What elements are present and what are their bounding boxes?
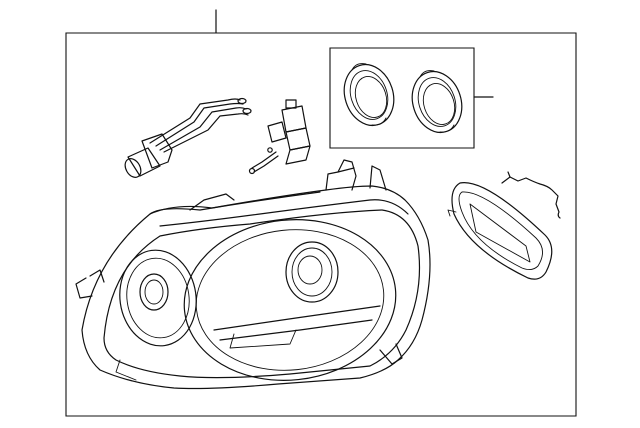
headlamp-assembly-icon xyxy=(76,160,430,391)
seal-rings-group-icon xyxy=(330,48,493,148)
wire-clip-icon xyxy=(502,172,560,218)
seal-ring-right-icon xyxy=(405,65,470,139)
access-cover-icon xyxy=(448,183,552,280)
diagram-frame xyxy=(66,33,576,416)
seal-ring-left-icon xyxy=(337,58,402,132)
leveling-motor-icon xyxy=(250,100,311,174)
seal-rings-box xyxy=(330,48,474,148)
bulb-with-wiring-icon xyxy=(122,99,251,181)
